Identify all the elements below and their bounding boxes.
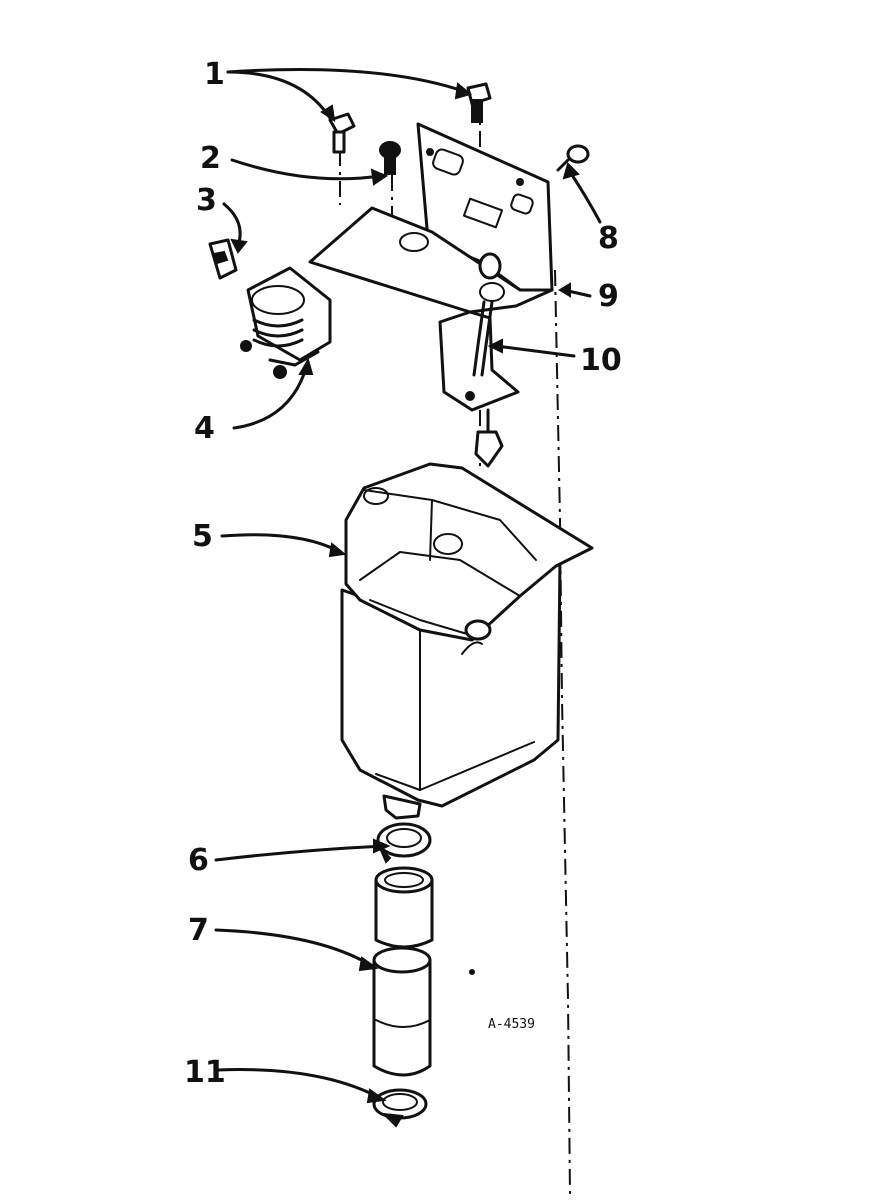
reservoir-tank: [340, 462, 594, 808]
callout-8: 8: [598, 221, 619, 256]
callout-5: 5: [192, 519, 213, 554]
callout-1: 1: [204, 57, 225, 92]
callout-9: 9: [598, 279, 619, 314]
hose-clamp-upper: [376, 822, 432, 864]
leader-arrows: [214, 68, 602, 1104]
callout-3: 3: [196, 183, 217, 218]
drawing-code: A-4539: [488, 1017, 535, 1032]
solenoid: [240, 266, 332, 379]
callout-4: 4: [194, 411, 215, 446]
bolt-right: [466, 82, 492, 123]
callout-10: 10: [580, 343, 622, 378]
spring-clip: [208, 238, 238, 280]
outlet-nozzle: [382, 794, 422, 820]
callout-7: 7: [188, 913, 209, 948]
stray-dot: [469, 969, 475, 975]
mounting-bracket: [308, 122, 554, 412]
bolt-left: [328, 112, 356, 154]
hose: [372, 866, 434, 1077]
link-rod: [472, 252, 505, 468]
hose-clamp-lower: [372, 1088, 428, 1128]
callout-2: 2: [200, 141, 221, 176]
callout-11: 11: [184, 1055, 226, 1090]
callout-6: 6: [188, 843, 209, 878]
lock-nut: [379, 141, 401, 175]
screw: [556, 144, 590, 172]
